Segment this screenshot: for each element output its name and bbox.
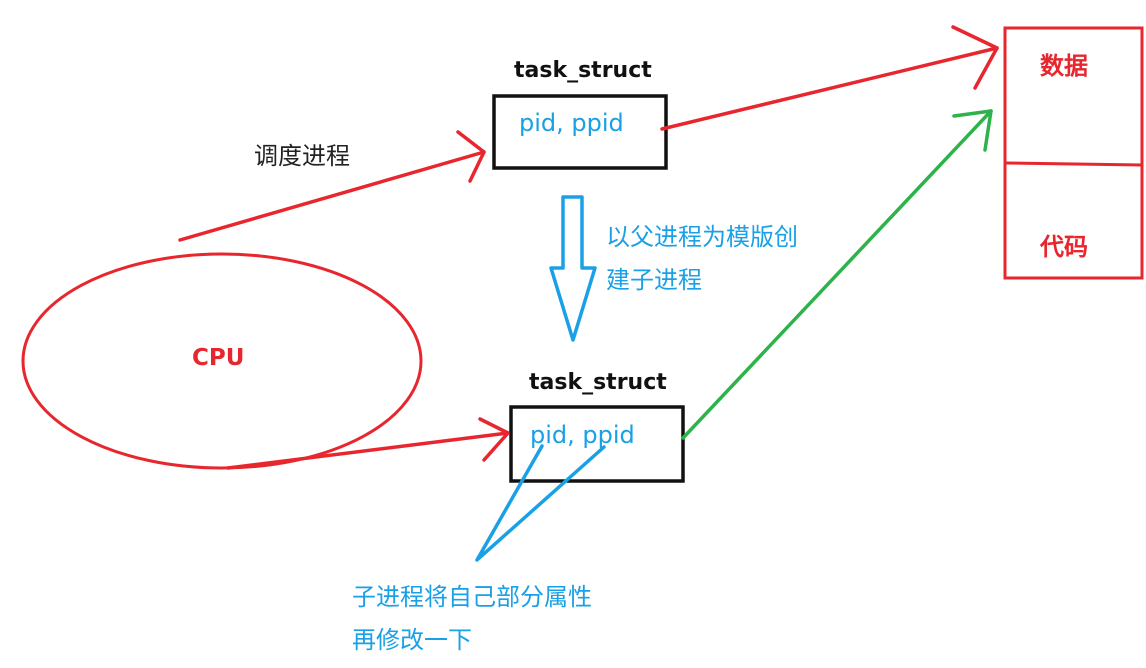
data-segment-label: 数据 <box>1040 52 1088 80</box>
code-segment-label: 代码 <box>1040 233 1088 261</box>
copy-down-arrow <box>549 195 597 342</box>
modify-pointer <box>475 444 606 562</box>
child-task-box <box>509 405 685 483</box>
cpu-child-arrow <box>226 417 510 470</box>
memory-box <box>1003 26 1144 280</box>
child-task-fields: pid, ppid <box>530 421 635 449</box>
child-data-arrow <box>681 109 993 440</box>
schedule-arrow <box>178 130 486 242</box>
cpu-label: CPU <box>192 345 245 371</box>
parent-data-arrow <box>660 25 999 131</box>
copy-label-line2: 建子进程 <box>606 266 702 294</box>
memory-divider <box>1004 161 1143 167</box>
child-task-title: task_struct <box>529 370 667 395</box>
parent-task-fields: pid, ppid <box>519 109 624 137</box>
modify-label-line2: 再修改一下 <box>352 626 472 654</box>
parent-task-box <box>492 94 668 170</box>
cpu-ellipse <box>21 252 423 470</box>
parent-task-title: task_struct <box>514 58 652 83</box>
copy-label-line1: 以父进程为模版创 <box>606 223 798 251</box>
schedule-label: 调度进程 <box>254 142 350 170</box>
modify-label-line1: 子进程将自己部分属性 <box>352 583 592 611</box>
